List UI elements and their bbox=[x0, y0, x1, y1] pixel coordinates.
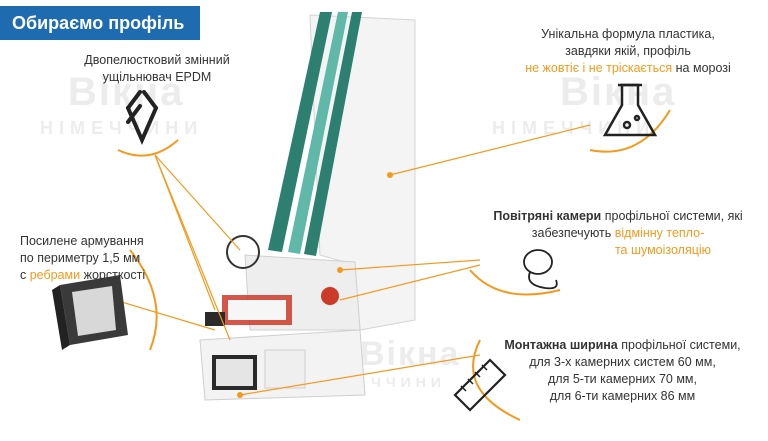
callout-text: ущільнювач EPDM bbox=[102, 70, 212, 84]
watermark-sub: НІМЕЧЧИНИ bbox=[40, 118, 204, 138]
reinforcement-bar-icon bbox=[52, 275, 128, 350]
leader-lines bbox=[114, 124, 591, 396]
page-title: Обираємо профіль bbox=[0, 6, 200, 40]
callout-text: с ребрами жорсткості bbox=[20, 267, 190, 284]
seal-icon bbox=[126, 90, 158, 145]
watermark-brand: Вікна bbox=[68, 70, 185, 114]
callout-text: та шумоізоляцію bbox=[478, 242, 758, 259]
highlight-text: відмінну тепло- bbox=[614, 226, 705, 240]
highlight-text: та шумоізоляцію bbox=[614, 243, 712, 257]
bold-text: Повітряні камери bbox=[493, 209, 602, 223]
callout-text: не жовтіє і не тріскається на морозі bbox=[508, 60, 748, 77]
callout-text: Повітряні камери профільної системи, які bbox=[478, 208, 758, 225]
callout-text: по периметру 1,5 мм bbox=[20, 251, 141, 265]
window-frame bbox=[199, 12, 416, 401]
callout-text: с bbox=[20, 268, 30, 282]
callout-text: Унікальна формула пластика, bbox=[541, 27, 715, 41]
callout-text: жорсткості bbox=[80, 268, 146, 282]
watermark-brand: Вікна bbox=[560, 70, 677, 114]
callout-seal: Двопелюстковий змінний ущільнювач EPDM bbox=[62, 52, 252, 86]
callout-air-chambers: Повітряні камери профільної системи, які… bbox=[478, 208, 758, 259]
highlight-text: не жовтіє і не тріскається bbox=[525, 61, 673, 75]
callout-reinforcement: Посилене армування по периметру 1,5 мм с… bbox=[20, 233, 190, 284]
callout-mounting-width: Монтажна ширина профільної системи, для … bbox=[485, 337, 760, 405]
callout-text: забезпечують відмінну тепло- bbox=[478, 225, 758, 242]
highlight-text: ребрами bbox=[29, 268, 81, 282]
callout-text: Монтажна ширина профільної системи, bbox=[485, 337, 760, 354]
callout-text: профільної системи, які bbox=[601, 209, 743, 223]
bold-text: Монтажна ширина bbox=[504, 338, 618, 352]
ruler-icon bbox=[453, 358, 507, 412]
callout-text: профільної системи, bbox=[617, 338, 741, 352]
flask-icon bbox=[602, 83, 658, 137]
callout-text: для 6-ти камерних 86 мм bbox=[549, 389, 696, 403]
callout-text: Двопелюстковий змінний bbox=[84, 53, 230, 67]
insulation-icon bbox=[523, 249, 558, 290]
watermark-sub: НІМЕЧЧИНИ bbox=[492, 118, 656, 138]
callout-text: для 5-ти камерних 70 мм, bbox=[548, 372, 697, 386]
callout-text: Посилене армування bbox=[20, 234, 144, 248]
callout-text: завдяки якій, профіль bbox=[565, 44, 691, 58]
decorative-arcs bbox=[117, 109, 671, 421]
callout-text: забезпечують bbox=[531, 226, 615, 240]
callout-text: на морозі bbox=[672, 61, 731, 75]
callout-plastic: Унікальна формула пластика, завдяки якій… bbox=[508, 26, 748, 77]
leader-dots bbox=[237, 172, 393, 398]
callout-text: для 3-х камерних систем 60 мм, bbox=[529, 355, 716, 369]
